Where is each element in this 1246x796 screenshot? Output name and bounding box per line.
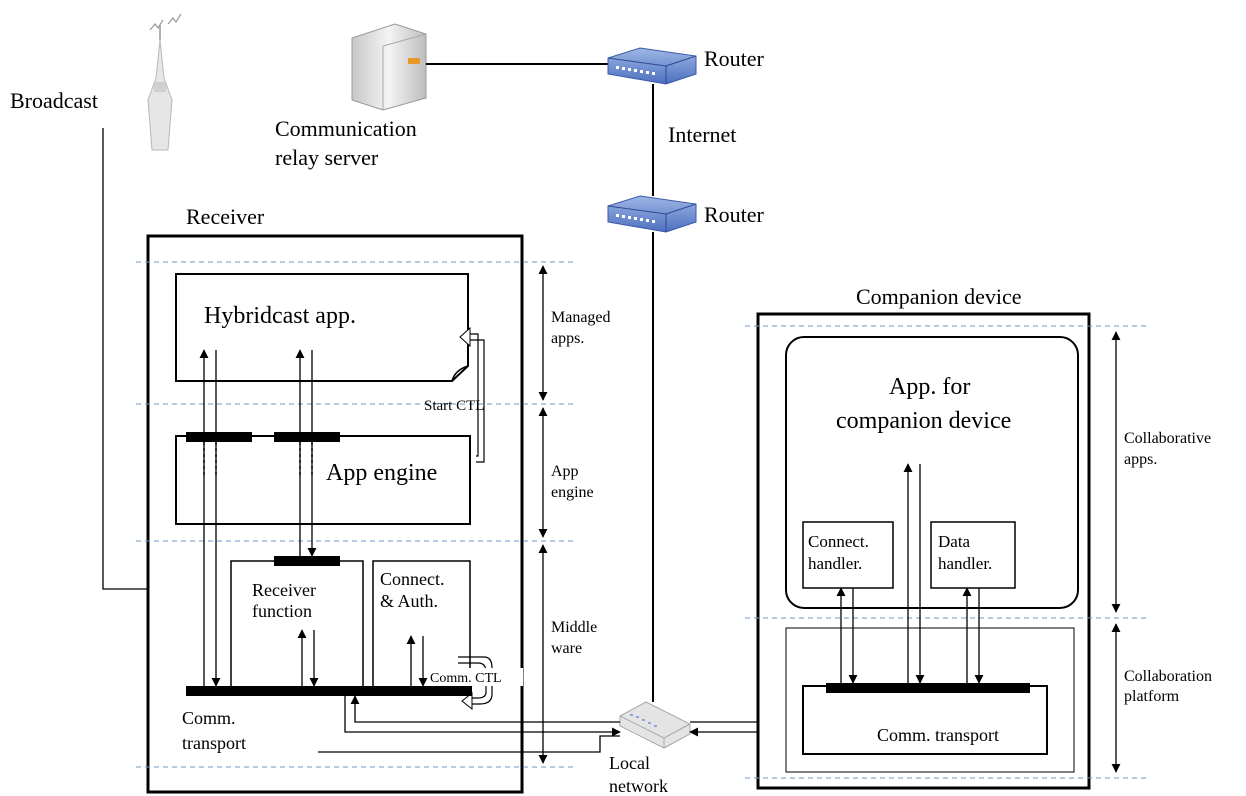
receiver-function-label-line1: Receiver xyxy=(252,580,316,600)
middleware-label-line2: ware xyxy=(551,640,582,657)
api-bar xyxy=(274,432,340,442)
api-bar xyxy=(186,432,252,442)
collaborative-apps-label-line2: apps. xyxy=(1124,451,1157,468)
receiver-title: Receiver xyxy=(186,204,265,229)
local-network-label-line1: Local xyxy=(609,753,650,773)
router-icon xyxy=(607,47,697,85)
companion-title: Companion device xyxy=(856,284,1022,309)
router-label-mid: Router xyxy=(704,202,765,227)
start-ctl-arrow xyxy=(466,339,485,463)
app-engine-label: App engine xyxy=(326,460,437,486)
connect-handler-box xyxy=(802,521,894,589)
data-handler-label-line2: handler. xyxy=(938,554,992,573)
server-label-line2: relay server xyxy=(275,145,379,170)
network-link-receiver xyxy=(318,735,620,753)
router-label-top: Router xyxy=(704,46,765,71)
network-hub-icon xyxy=(619,701,691,749)
broadcast-label: Broadcast xyxy=(10,88,98,113)
api-bar xyxy=(274,556,340,566)
app-engine-box xyxy=(175,435,471,525)
comm-transport-bar xyxy=(186,686,472,696)
collaboration-platform-label-line2: platform xyxy=(1124,688,1180,705)
data-handler-label-line1: Data xyxy=(938,532,971,551)
managed-apps-label-line2: apps. xyxy=(551,330,584,347)
app-engine-layer-label-line2: engine xyxy=(551,484,594,501)
comm-ctl-label: Comm. CTL xyxy=(430,671,502,686)
server-label-line1: Communication xyxy=(275,116,417,141)
managed-apps-label-line1: Managed xyxy=(551,309,611,326)
companion-app-label-line2: companion device xyxy=(836,408,1011,434)
local-network-label-line2: network xyxy=(609,776,668,796)
middleware-label-line1: Middle xyxy=(551,619,597,636)
comm-transport-label-line2: transport xyxy=(182,733,246,753)
connect-handler-label-line2: handler. xyxy=(808,554,862,573)
collaboration-platform-label-line1: Collaboration xyxy=(1124,668,1212,685)
broadcast-tower-icon xyxy=(147,13,182,151)
hybridcast-app-box xyxy=(175,273,469,382)
network-link-receiver xyxy=(344,696,621,737)
connect-handler-label-line1: Connect. xyxy=(808,532,869,551)
app-engine-layer-label-line1: App xyxy=(551,463,579,480)
comm-transport-label-line1: Comm. xyxy=(182,708,236,728)
connect-auth-label-line1: Connect. xyxy=(380,569,445,589)
data-handler-box xyxy=(930,521,1016,589)
server-icon xyxy=(351,23,427,111)
comm-transport-bar xyxy=(826,683,1030,693)
internet-label: Internet xyxy=(668,122,736,147)
network-link-receiver xyxy=(350,695,620,723)
hybridcast-app-label: Hybridcast app. xyxy=(204,303,356,329)
connect-auth-label-line2: & Auth. xyxy=(380,591,438,611)
collaborative-apps-label-line1: Collaborative xyxy=(1124,430,1211,447)
router-icon xyxy=(607,195,697,233)
start-ctl-label: Start CTL xyxy=(424,398,484,414)
companion-comm-transport-label: Comm. transport xyxy=(877,725,999,745)
companion-app-label-line1: App. for xyxy=(889,374,970,400)
receiver-function-label-line2: function xyxy=(252,601,312,621)
